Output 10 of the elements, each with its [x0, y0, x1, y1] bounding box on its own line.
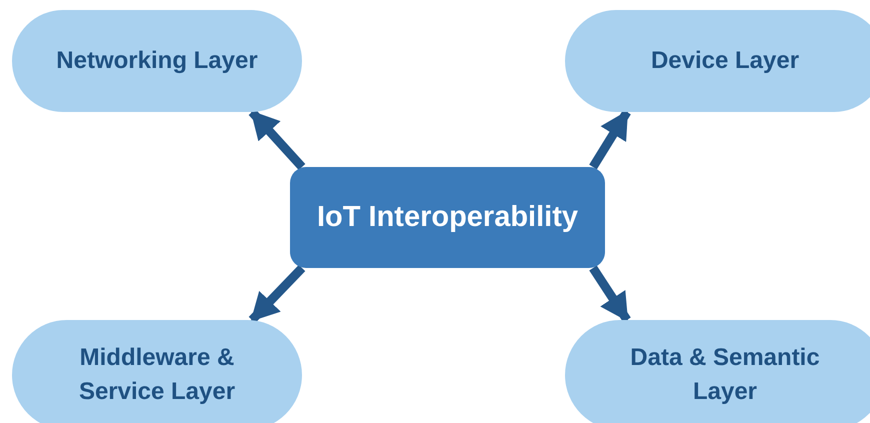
node-label: Middleware & Service Layer	[78, 343, 236, 407]
arrow	[589, 110, 631, 170]
layer-pill	[565, 320, 870, 423]
node-label: Device Layer	[650, 46, 800, 76]
central-box	[290, 167, 605, 268]
layer-pill	[565, 10, 870, 112]
node-label: Data & Semantic Layer	[629, 343, 821, 407]
node-label: IoT Interoperability	[316, 200, 578, 236]
node-label: Networking Layer	[56, 46, 258, 76]
arrow	[589, 266, 631, 322]
